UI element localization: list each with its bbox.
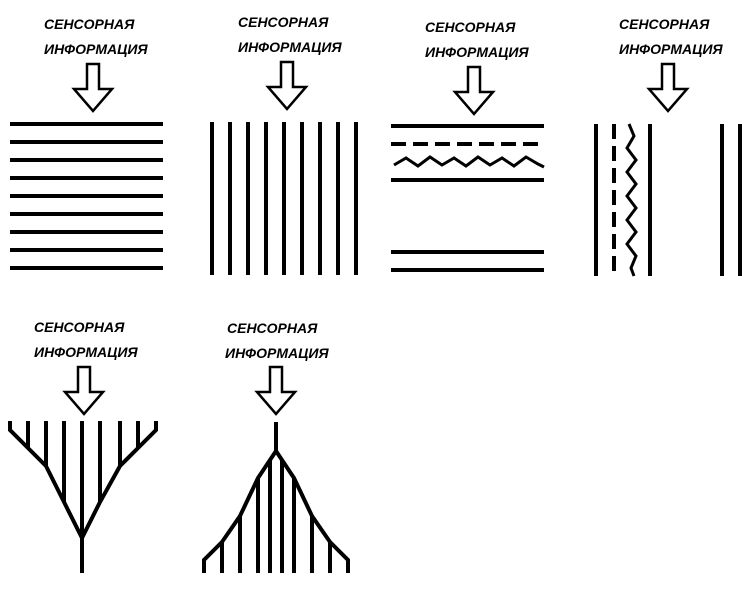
panel-label-line1: СЕНСОРНАЯ [425,19,516,35]
mixed-vertical-lines [594,123,742,277]
down-arrow-icon [71,62,115,113]
panel-label-line1: СЕНСОРНАЯ [619,16,710,32]
panel-label-line2: ИНФОРМАЦИЯ [238,39,342,55]
panel-label-line1: СЕНСОРНАЯ [34,319,125,335]
down-arrow-icon [452,65,496,116]
panel-label-line1: СЕНСОРНАЯ [238,14,329,30]
panel-label-line1: СЕНСОРНАЯ [227,320,318,336]
horizontal-lines [10,122,163,270]
down-arrow-icon [265,60,309,111]
down-arrow-icon [646,62,690,113]
diverging-tree [202,422,350,573]
panel-label-line2: ИНФОРМАЦИЯ [34,344,138,360]
down-arrow-icon [254,365,298,416]
panel-label-line2: ИНФОРМАЦИЯ [619,41,723,57]
converging-tree [8,421,158,573]
arrow-icon-group [62,60,690,416]
mixed-horizontal-lines [391,124,545,272]
down-arrow-icon [62,365,106,416]
panel-label-line2: ИНФОРМАЦИЯ [425,44,529,60]
panel-label-line1: СЕНСОРНАЯ [44,16,135,32]
vertical-lines [210,122,358,275]
panel-label-line2: ИНФОРМАЦИЯ [225,345,329,361]
panel-label-line2: ИНФОРМАЦИЯ [44,41,148,57]
